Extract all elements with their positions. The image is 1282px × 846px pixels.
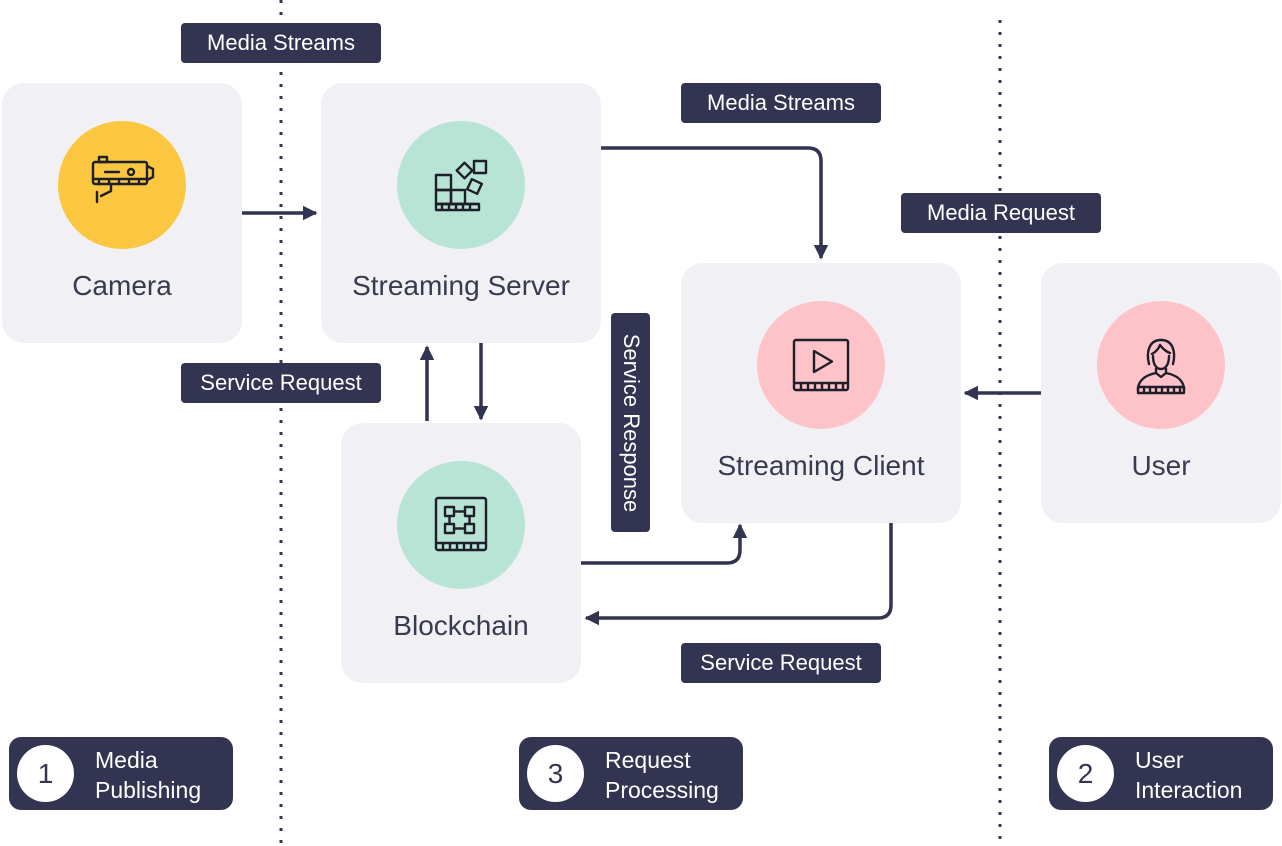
camera-icon-circle xyxy=(58,121,186,249)
phase-number: 1 xyxy=(17,745,74,802)
user-icon-circle xyxy=(1097,301,1225,429)
blockchain-icon-circle xyxy=(397,461,525,589)
tag-service-request-bottom: Service Request xyxy=(681,643,881,683)
blockchain-card: Blockchain xyxy=(341,423,581,683)
circuit-board-icon xyxy=(434,496,488,552)
video-player-icon xyxy=(792,338,850,392)
person-icon xyxy=(1136,338,1186,395)
arrow-blockchain-to-client xyxy=(581,523,748,565)
phase-label-line1: Media xyxy=(95,747,158,773)
data-blocks-icon xyxy=(434,159,488,212)
tag-media-streams-camera: Media Streams xyxy=(181,23,381,63)
phase-request-processing: 3 Request Processing xyxy=(519,737,743,810)
phase-media-publishing: 1 Media Publishing xyxy=(9,737,233,810)
arrow-client-to-blockchain xyxy=(584,523,893,626)
streaming-client-icon-circle xyxy=(757,301,885,429)
user-label: User xyxy=(1131,450,1191,481)
streaming-server-card: Streaming Server xyxy=(321,83,601,343)
tag-service-request-left: Service Request xyxy=(181,363,381,403)
phase-label: Request Processing xyxy=(605,745,719,805)
phase-label-line1: Request xyxy=(605,747,691,773)
phase-label-line2: Interaction xyxy=(1135,777,1243,803)
phase-label-line2: Processing xyxy=(605,777,719,803)
phase-user-interaction: 2 User Interaction xyxy=(1049,737,1273,810)
blockchain-label: Blockchain xyxy=(393,610,529,641)
streaming-client-label: Streaming Client xyxy=(717,450,925,481)
phase-label-line2: Publishing xyxy=(95,777,202,803)
user-card: User xyxy=(1041,263,1281,523)
streaming-client-card: Streaming Client xyxy=(681,263,961,523)
security-camera-icon xyxy=(91,155,155,204)
phase-number: 2 xyxy=(1057,745,1114,802)
tag-service-response: Service Response xyxy=(611,313,650,532)
phase-label-line1: User xyxy=(1135,747,1184,773)
phase-label: User Interaction xyxy=(1135,745,1242,805)
phase-label: Media Publishing xyxy=(95,745,201,805)
tag-media-request: Media Request xyxy=(901,193,1101,233)
camera-label: Camera xyxy=(72,270,172,301)
streaming-server-icon-circle xyxy=(397,121,525,249)
streaming-server-label: Streaming Server xyxy=(352,270,570,301)
phase-number: 3 xyxy=(527,745,584,802)
tag-media-streams-server: Media Streams xyxy=(681,83,881,123)
camera-card: Camera xyxy=(2,83,242,343)
arrow-server-to-client xyxy=(601,146,829,260)
tag-service-response-text: Service Response xyxy=(618,333,644,512)
